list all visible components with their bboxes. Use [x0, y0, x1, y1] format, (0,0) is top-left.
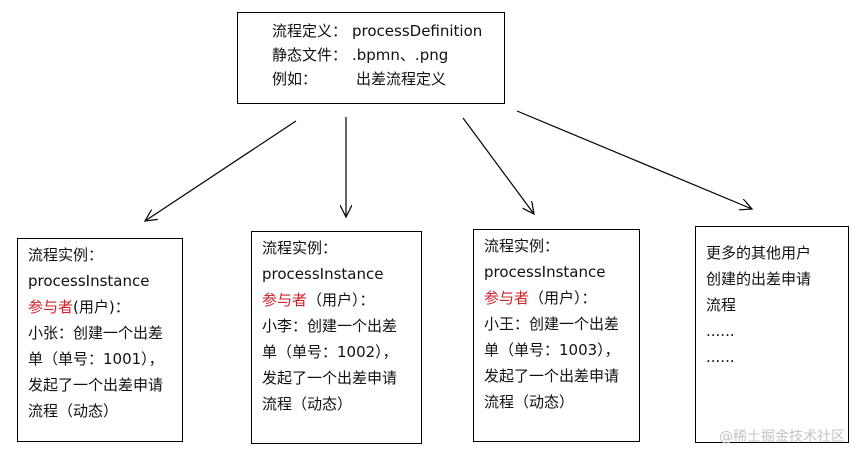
arrow-to-instance-1: [145, 120, 297, 221]
example-row: 例如： 出差流程定义: [238, 67, 504, 91]
other-instances-line: 更多的其他用户: [706, 244, 812, 262]
participant-line: 参与者（用户）：: [262, 287, 411, 313]
participant-suffix: （用户）：: [307, 291, 375, 309]
definition-label: 流程定义：: [272, 22, 348, 40]
instance-text-line: 发起了一个出差申请: [262, 369, 398, 387]
participant-suffix: （用户）：: [529, 289, 597, 307]
process-instance-box-2: 流程实例： processInstance 参与者（用户）： 小李：创建一个出差…: [251, 231, 422, 444]
process-instance-box-1: 流程实例： processInstance 参与者(用户)： 小张：创建一个出差…: [17, 238, 183, 442]
instance-name: processInstance: [262, 265, 384, 283]
ellipsis-line: ......: [706, 322, 735, 340]
instance-title: 流程实例：: [484, 237, 560, 255]
example-value: 出差流程定义: [356, 70, 447, 88]
definition-row: 流程定义： processDefinition: [238, 19, 504, 43]
instance-text-line: 发起了一个出差申请: [28, 376, 164, 394]
other-instances-box: 更多的其他用户 创建的出差申请 流程 ...... ......: [695, 226, 849, 443]
instance-text-line: 小张：创建一个出差: [28, 324, 164, 342]
instance-text-line: 单（单号：1002），: [262, 343, 398, 361]
static-file-value: .bpmn、.png: [352, 46, 449, 64]
static-file-row: 静态文件： .bpmn、.png: [238, 43, 504, 67]
other-instances-content: 更多的其他用户 创建的出差申请 流程 ...... ......: [696, 227, 848, 370]
instance-text-line: 流程（动态）: [484, 393, 575, 411]
instance-title: 流程实例：: [262, 239, 338, 257]
instance-text-line: 发起了一个出差申请: [484, 367, 620, 385]
instance-content: 流程实例： processInstance 参与者（用户）： 小李：创建一个出差…: [252, 232, 421, 417]
watermark: @稀土掘金技术社区: [719, 429, 845, 445]
arrow-to-instance-3: [462, 117, 534, 214]
participant-label: 参与者: [484, 289, 530, 307]
other-instances-line: 流程: [706, 296, 737, 314]
instance-content: 流程实例： processInstance 参与者(用户)： 小张：创建一个出差…: [18, 239, 182, 424]
static-file-label: 静态文件：: [272, 46, 348, 64]
instance-text-line: 小王：创建一个出差: [484, 315, 620, 333]
instance-text-line: 流程（动态）: [262, 395, 353, 413]
definition-value: processDefinition: [352, 22, 483, 40]
participant-suffix: (用户)：: [73, 298, 130, 316]
instance-content: 流程实例： processInstance 参与者（用户）： 小王：创建一个出差…: [474, 230, 639, 415]
participant-line: 参与者（用户）：: [484, 285, 629, 311]
instance-text-line: 单（单号：1003），: [484, 341, 620, 359]
participant-label: 参与者: [262, 291, 308, 309]
other-instances-line: 创建的出差申请: [706, 270, 812, 288]
instance-title: 流程实例：: [28, 246, 104, 264]
arrow-to-other-instances: [516, 110, 752, 209]
instance-name: processInstance: [28, 272, 150, 290]
process-instance-box-3: 流程实例： processInstance 参与者（用户）： 小王：创建一个出差…: [473, 229, 640, 442]
instance-text-line: 流程（动态）: [28, 402, 119, 420]
instance-text-line: 单（单号：1001），: [28, 350, 164, 368]
instance-name: processInstance: [484, 263, 606, 281]
participant-line: 参与者(用户)：: [28, 294, 172, 320]
process-definition-box: 流程定义： processDefinition 静态文件： .bpmn、.png…: [237, 12, 505, 104]
example-label: 例如：: [272, 70, 318, 88]
ellipsis-line: ......: [706, 348, 735, 366]
instance-text-line: 小李：创建一个出差: [262, 317, 398, 335]
participant-label: 参与者: [28, 298, 74, 316]
